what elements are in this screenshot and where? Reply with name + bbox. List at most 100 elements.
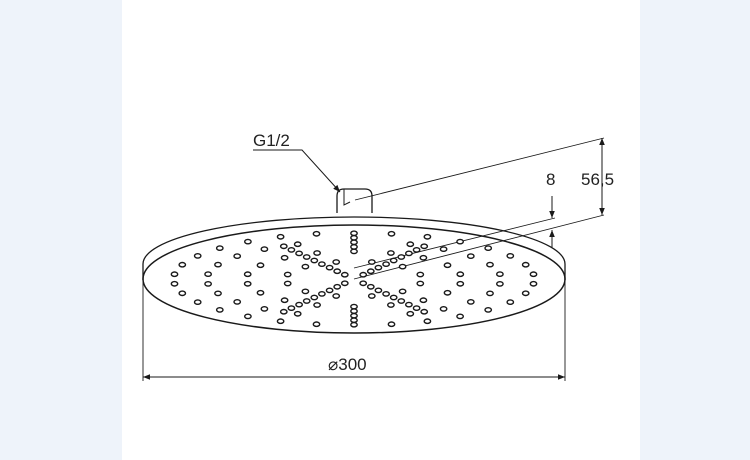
nozzle-dot xyxy=(243,313,252,320)
nozzle-dot xyxy=(387,230,396,237)
nozzle-dot xyxy=(283,271,292,278)
nozzle-dot xyxy=(301,263,310,270)
nozzle-pattern xyxy=(170,230,538,328)
nozzle-dot xyxy=(312,321,321,328)
nozzle-dot xyxy=(233,253,242,260)
nozzle-dot xyxy=(484,306,493,313)
nozzle-dot xyxy=(439,305,448,312)
nozzle-dot xyxy=(423,233,432,240)
nozzle-dot xyxy=(404,301,413,308)
nozzle-dot xyxy=(310,294,319,301)
nozzle-dot xyxy=(443,289,452,296)
nozzle-dot xyxy=(214,261,222,268)
nozzle-dot xyxy=(280,254,289,261)
connector-detail xyxy=(343,189,351,206)
nozzle-dot xyxy=(443,262,452,269)
nozzle-dot xyxy=(350,248,358,255)
nozzle-dot xyxy=(260,246,269,253)
thread-leader-line xyxy=(253,149,341,193)
nozzle-dot xyxy=(397,298,406,304)
nozzle-dot xyxy=(287,305,296,311)
extension-line-face xyxy=(353,217,556,269)
nozzle-dot xyxy=(397,254,406,260)
nozzle-dot xyxy=(332,293,341,299)
nozzle-dot xyxy=(350,303,358,310)
nozzle-dot xyxy=(374,287,383,294)
nozzle-dot xyxy=(416,271,425,278)
nozzle-dot xyxy=(170,280,179,287)
nozzle-dot xyxy=(256,262,265,269)
nozzle-dot xyxy=(366,268,375,275)
nozzle-dot xyxy=(359,271,368,278)
nozzle-dot xyxy=(283,280,292,287)
nozzle-dot xyxy=(170,271,179,278)
nozzle-dot xyxy=(486,290,494,297)
nozzle-dot xyxy=(398,263,407,270)
nozzle-dot xyxy=(340,280,349,287)
nozzle-dot xyxy=(350,234,358,241)
nozzle-dot xyxy=(423,318,432,325)
thread-connector xyxy=(336,188,373,213)
nozzle-dot xyxy=(406,310,415,317)
nozzle-dot xyxy=(486,261,494,268)
nozzle-dot xyxy=(412,246,421,253)
nozzle-dot xyxy=(374,264,383,271)
nozzle-dot xyxy=(398,288,407,295)
nozzle-dot xyxy=(495,280,504,287)
nozzle-dot xyxy=(456,238,464,245)
face-height-label: 8 xyxy=(546,170,555,189)
nozzle-dot xyxy=(243,280,252,287)
nozzle-dot xyxy=(178,290,187,297)
nozzle-dot xyxy=(193,252,202,259)
nozzle-dot xyxy=(193,299,202,305)
nozzle-dot xyxy=(214,290,222,297)
nozzle-dot xyxy=(495,271,504,277)
nozzle-dot xyxy=(313,302,321,308)
nozzle-dot xyxy=(456,280,465,287)
nozzle-dot xyxy=(204,271,213,277)
nozzle-dot xyxy=(317,290,326,297)
nozzle-dot xyxy=(333,283,342,290)
nozzle-dot xyxy=(295,250,303,257)
nozzle-dot xyxy=(404,250,413,257)
nozzle-dot xyxy=(350,308,358,314)
nozzle-dot xyxy=(406,241,415,248)
nozzle-dot xyxy=(178,261,187,268)
nozzle-dot xyxy=(302,298,311,304)
nozzle-dot xyxy=(367,259,376,265)
shower-face xyxy=(142,224,566,334)
nozzle-dot xyxy=(293,241,302,248)
extension-line-bottom xyxy=(353,214,605,280)
nozzle-dot xyxy=(243,238,252,245)
nozzle-dot xyxy=(333,268,342,275)
nozzle-dot xyxy=(521,261,530,268)
nozzle-dot xyxy=(350,317,358,324)
nozzle-dot xyxy=(256,289,265,296)
nozzle-dot xyxy=(302,254,311,260)
nozzle-dot xyxy=(276,233,285,240)
nozzle-dot xyxy=(466,298,475,305)
nozzle-dot xyxy=(412,305,421,311)
extension-line-top xyxy=(354,137,605,201)
nozzle-dot xyxy=(301,288,310,295)
nozzle-dot xyxy=(419,254,428,261)
nozzle-dot xyxy=(506,299,515,305)
nozzle-dot xyxy=(366,283,375,290)
nozzle-dot xyxy=(484,245,493,252)
nozzle-dot xyxy=(386,250,395,256)
nozzle-dot xyxy=(350,321,358,328)
nozzle-dot xyxy=(419,297,428,304)
nozzle-dot xyxy=(293,310,302,317)
nozzle-dot xyxy=(317,261,326,267)
nozzle-dot xyxy=(243,271,252,278)
diameter-label: ⌀300 xyxy=(328,355,367,374)
nozzle-dot xyxy=(233,298,242,305)
nozzle-dot xyxy=(439,246,448,253)
nozzle-dot xyxy=(287,246,296,253)
nozzle-dot xyxy=(466,253,475,260)
nozzle-dot xyxy=(420,243,429,250)
nozzle-dot xyxy=(260,305,269,312)
nozzle-dot xyxy=(340,271,349,278)
nozzle-dot xyxy=(367,293,376,299)
